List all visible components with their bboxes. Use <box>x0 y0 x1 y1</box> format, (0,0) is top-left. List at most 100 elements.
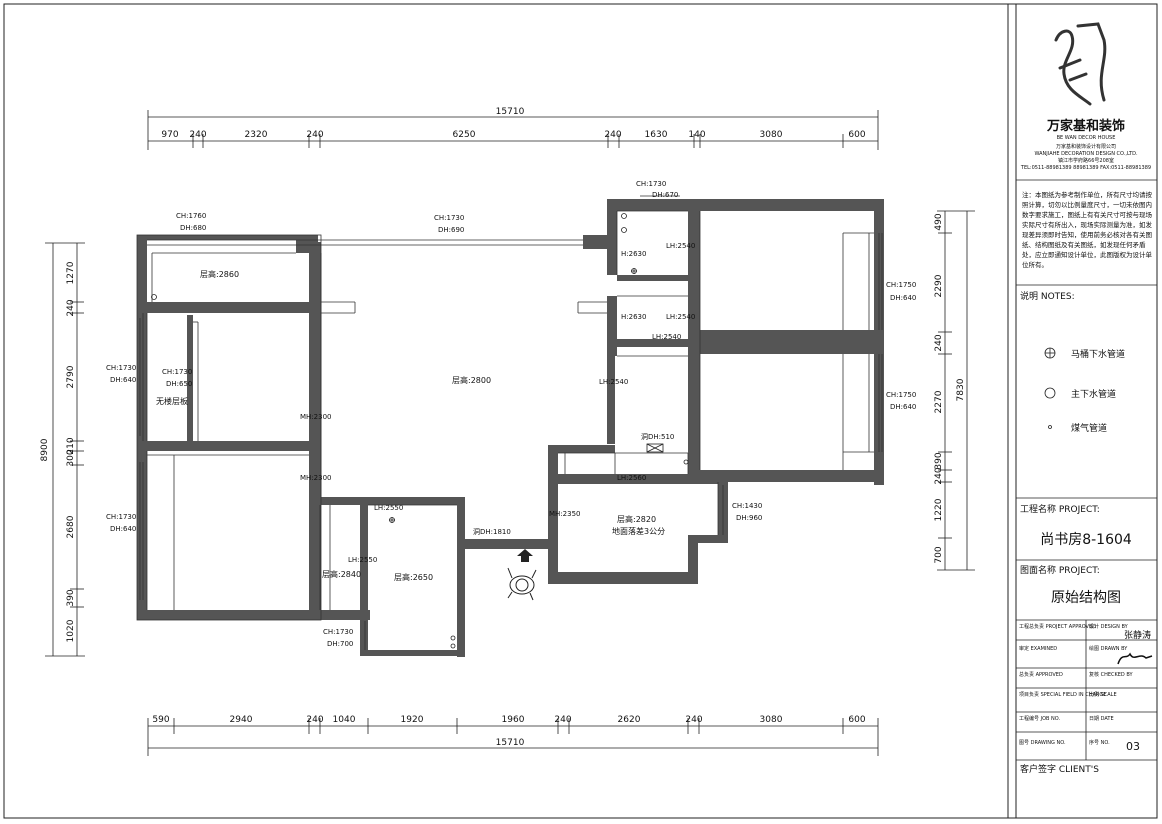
dim-bottom-8: 2620 <box>618 715 641 725</box>
dim-top-5: 6250 <box>453 130 476 140</box>
sheet-border <box>3 3 1158 819</box>
label-dh700: DH:700 <box>327 640 353 648</box>
company-cn: 万家基和装饰设计有限公司 <box>1056 143 1116 150</box>
dim-bottom-3: 240 <box>306 715 323 725</box>
label-dh640-l2: DH:640 <box>110 525 136 533</box>
brand-en: BE WAN DECOR HOUSE <box>1057 135 1116 141</box>
windows <box>139 195 883 650</box>
dim-right-5: 390 <box>934 452 944 469</box>
row-3-left: 总负责 APPROVED <box>1019 671 1063 678</box>
dim-right-3: 240 <box>934 334 944 351</box>
label-lh2540a: LH:2540 <box>666 242 695 250</box>
label-lh2540b: LH:2540 <box>666 313 695 321</box>
dim-top-8: 140 <box>688 130 705 140</box>
label-dh690: DH:690 <box>438 226 464 234</box>
dim-right-8: 700 <box>934 546 944 563</box>
pipe-symbols <box>151 213 689 649</box>
company-en: WANJIAHE DECORATION DESIGN CO.,LTD. <box>1034 151 1138 157</box>
drawing-name: 原始结构图 <box>1051 590 1121 606</box>
label-dh640a: DH:640 <box>890 294 916 302</box>
label-ch1760: CH:1760 <box>176 212 206 220</box>
label-dh640-l1: DH:640 <box>110 376 136 384</box>
row-2-right: 绘图 DRAWN BY <box>1089 645 1128 652</box>
label-lh2560: LH:2560 <box>617 474 646 482</box>
room-label-1: 层高:2860 <box>200 269 239 279</box>
entrance-arrow-icon <box>517 549 533 562</box>
dim-top-4: 240 <box>306 130 323 140</box>
dim-top-9: 3080 <box>760 130 783 140</box>
room-label-6: 层高:2840 <box>322 569 361 579</box>
label-dh650: DH:650 <box>166 380 192 388</box>
label-ch1730-l1: CH:1730 <box>106 364 136 372</box>
label-mh2350: MH:2350 <box>549 510 580 518</box>
room-label-5: 地面落差3公分 <box>612 526 665 536</box>
row-1-value: 张静涛 <box>1124 629 1151 641</box>
dim-top-3: 2320 <box>245 130 268 140</box>
dim-bottom-5: 1920 <box>401 715 424 725</box>
label-dh960: DH:960 <box>736 514 762 522</box>
label-ch1750a: CH:1750 <box>886 281 916 289</box>
project-label: 工程名称 PROJECT: <box>1020 503 1100 515</box>
row-6-left: 图号 DRAWING NO. <box>1019 740 1066 746</box>
title-block-lines <box>1016 179 1157 761</box>
dim-bottom-9: 240 <box>685 715 702 725</box>
dim-right-6: 240 <box>934 467 944 484</box>
dim-right-1: 490 <box>934 213 944 230</box>
legend-gas-pipe-icon <box>1048 425 1052 429</box>
row-5-right: 日期 DATE <box>1089 716 1114 722</box>
dim-bottom-1: 590 <box>152 715 169 725</box>
dimensions-bottom <box>147 718 879 756</box>
wall-outlines <box>136 210 874 621</box>
client-label: 客户签字 CLIENT'S <box>1020 763 1099 775</box>
dim-bottom-2: 2940 <box>230 715 253 725</box>
dimensions-right <box>937 210 975 571</box>
row-1-left: 工程总负责 PROJECT APPROVED <box>1019 623 1096 630</box>
dim-top-6: 240 <box>604 130 621 140</box>
dim-bottom-4: 1040 <box>333 715 356 725</box>
dim-left-2: 240 <box>66 299 76 316</box>
company-address: 镇江市学府路66号208室 <box>1058 157 1114 164</box>
dim-right-4: 2270 <box>934 390 944 413</box>
room-label-4: 层高:2820 <box>617 514 656 524</box>
dim-left-6: 2680 <box>66 515 76 538</box>
dim-left-4: 210 <box>66 437 76 454</box>
project-name: 尚书房8-1604 <box>1040 532 1132 548</box>
drawing-label: 图面名称 PROJECT: <box>1020 564 1100 576</box>
row-1-right: 设计 DESIGN BY <box>1089 623 1129 630</box>
label-dh670: DH:670 <box>652 191 678 199</box>
person-icon <box>507 567 537 601</box>
room-label-2: 层高:2800 <box>452 375 491 385</box>
label-ch1730-l2: CH:1730 <box>106 513 136 521</box>
room-label-3: 无楼层板 <box>156 396 188 406</box>
row-4-left: 项目负责 SPECIAL FIELD IN CHARGE <box>1019 691 1106 698</box>
dimensions-left <box>45 242 85 657</box>
dim-bottom-11: 600 <box>848 715 865 725</box>
dim-right-total: 7830 <box>956 378 966 401</box>
dim-top-1: 970 <box>161 130 178 140</box>
row-6-right: 序号 NO. <box>1089 739 1110 746</box>
legend-label-2: 主下水管道 <box>1071 388 1116 400</box>
dim-right-2: 2290 <box>934 274 944 297</box>
label-ch1730-r: CH:1730 <box>636 180 666 188</box>
row-2-left: 审定 EXAMINED <box>1019 645 1057 652</box>
label-h2630a: H:2630 <box>621 250 646 258</box>
dimensions-top <box>147 110 879 150</box>
dim-left-7: 390 <box>66 589 76 606</box>
row-5-left: 工程编号 JOB NO. <box>1019 715 1060 722</box>
label-mh2300a: MH:2300 <box>300 413 331 421</box>
dim-bottom-6: 1960 <box>502 715 525 725</box>
row-3-right: 复核 CHECKED BY <box>1089 671 1134 678</box>
dim-bottom-7: 240 <box>554 715 571 725</box>
dim-right-7: 1220 <box>934 498 944 521</box>
dim-left-8: 1020 <box>66 619 76 642</box>
legend-toilet-pipe-icon <box>1044 347 1056 359</box>
room-label-7: 层高:2650 <box>394 572 433 582</box>
label-lh2550b: LH:2550 <box>348 556 377 564</box>
label-dh510: 洞DH:510 <box>641 432 674 441</box>
company-tel: TEL:0511-88981389 88981389 FAX:0511-8898… <box>1020 165 1151 171</box>
dim-left-1: 1270 <box>66 261 76 284</box>
dim-top-7: 1630 <box>645 130 668 140</box>
label-ch1730-b: CH:1730 <box>323 628 353 636</box>
dim-top-total: 15710 <box>496 107 525 117</box>
